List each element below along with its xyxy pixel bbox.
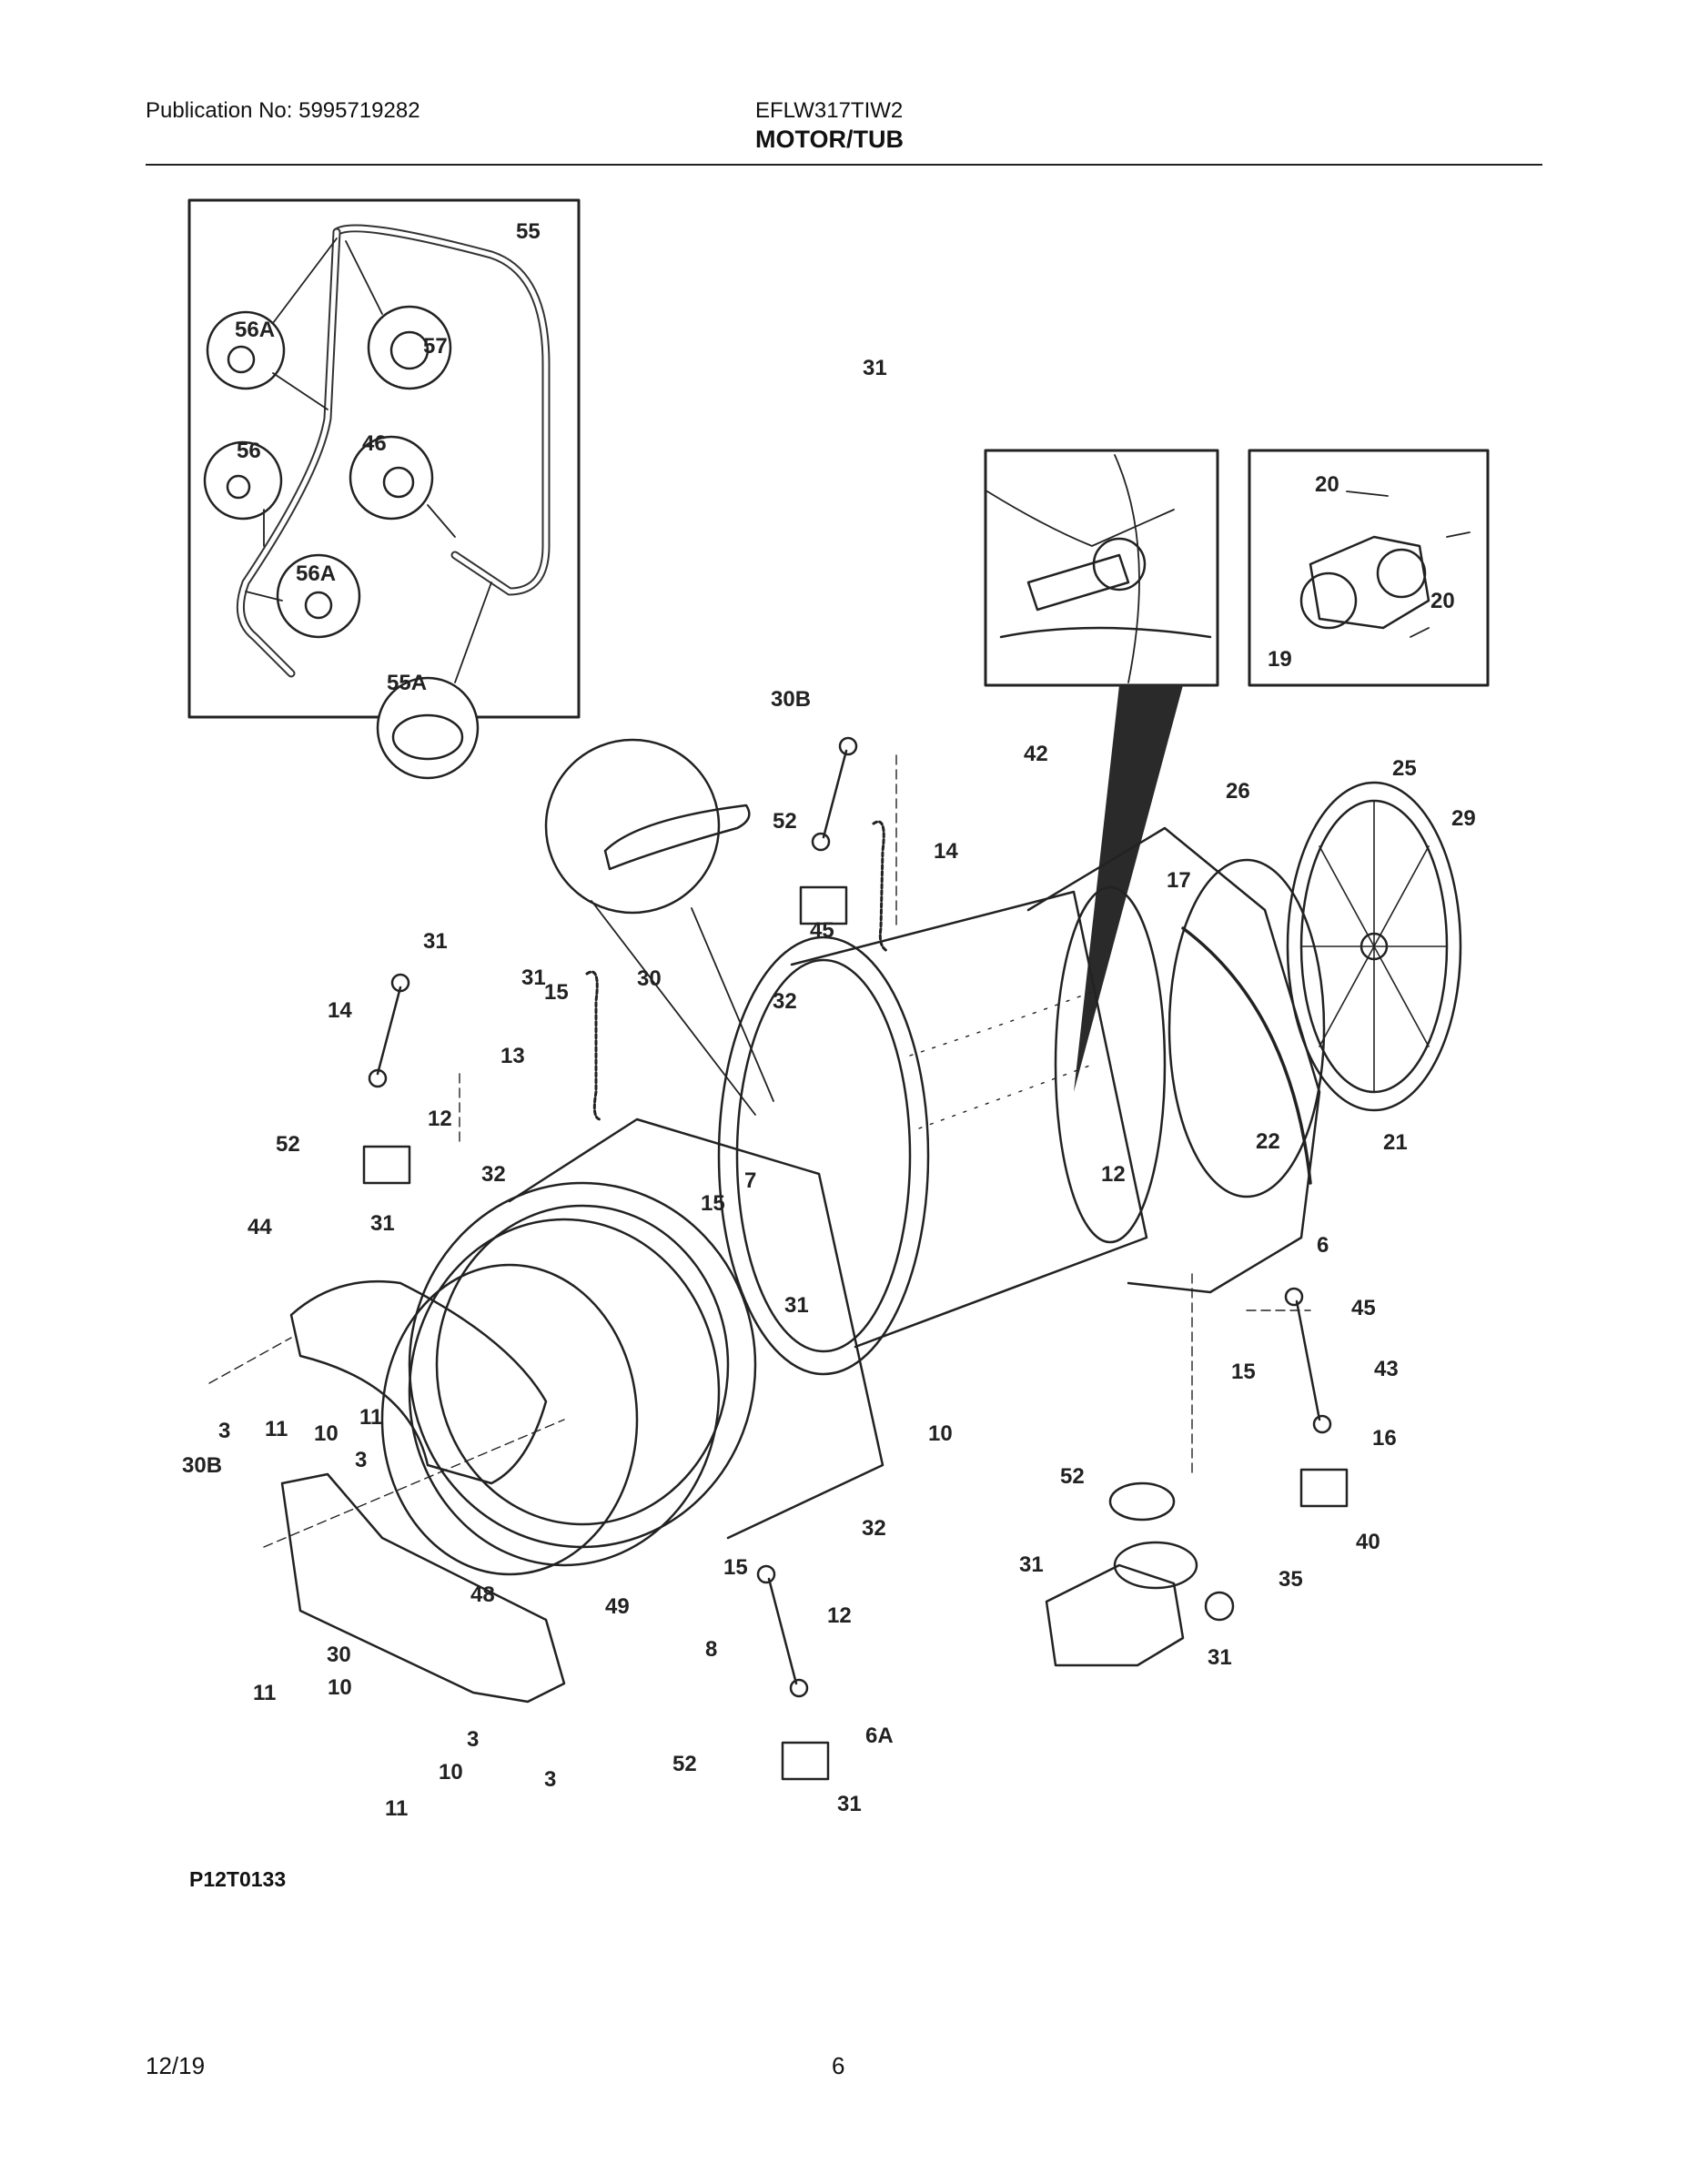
part-callout: 31 xyxy=(370,1211,395,1236)
part-callout: 3 xyxy=(467,1727,479,1752)
part-callout: 11 xyxy=(265,1417,288,1441)
part-callout: 20 xyxy=(1430,589,1455,613)
part-callout: 52 xyxy=(672,1752,697,1776)
part-callout: 56A xyxy=(235,318,275,342)
part-callout: 11 xyxy=(253,1681,276,1705)
part-callout: 52 xyxy=(773,809,797,834)
part-callout: 3 xyxy=(355,1448,367,1472)
part-callout: 3 xyxy=(218,1419,230,1443)
part-callout: 32 xyxy=(862,1516,886,1541)
part-callout: 19 xyxy=(1268,647,1292,672)
part-callout: 44 xyxy=(248,1215,272,1239)
page-number: 6 xyxy=(832,2052,845,2079)
part-callout: 46 xyxy=(362,431,387,456)
header-divider xyxy=(146,164,1542,166)
part-callout: 31 xyxy=(1208,1645,1232,1670)
part-callout: 35 xyxy=(1279,1567,1303,1592)
part-callout: 32 xyxy=(773,989,797,1014)
callout-layer: 55 56A 57 56 46 56A 55A 20 20 19 31 30B 42 25 26 29 52 14… xyxy=(182,219,1476,1821)
part-callout: 30 xyxy=(637,966,662,991)
drum xyxy=(717,885,1167,1376)
part-callout: 31 xyxy=(784,1293,809,1318)
part-callout: 29 xyxy=(1451,806,1476,831)
part-callout: 31 xyxy=(1019,1552,1044,1577)
part-callout: 32 xyxy=(481,1162,506,1187)
part-callout: 15 xyxy=(1231,1360,1256,1384)
part-callout: 45 xyxy=(1351,1296,1376,1320)
publication-date: 12/19 xyxy=(146,2052,206,2079)
part-callout: 11 xyxy=(385,1796,408,1821)
part-callout: 56A xyxy=(296,561,336,586)
part-callout: 17 xyxy=(1167,868,1191,893)
part-callout: 15 xyxy=(544,980,569,1005)
part-callout: 13 xyxy=(500,1044,525,1068)
part-callout: 31 xyxy=(863,356,887,380)
figure-code: P12T0133 xyxy=(189,1867,287,1891)
part-callout: 15 xyxy=(723,1555,748,1580)
part-callout: 14 xyxy=(328,998,352,1023)
part-callout: 31 xyxy=(521,966,546,990)
part-callout: 26 xyxy=(1226,779,1250,804)
part-callout: 21 xyxy=(1383,1130,1408,1155)
rear-tub xyxy=(1026,781,1462,1294)
part-callout: 40 xyxy=(1356,1530,1380,1554)
part-callout: 25 xyxy=(1392,756,1417,781)
part-callout: 31 xyxy=(837,1792,862,1816)
part-callout: 20 xyxy=(1315,472,1339,497)
part-callout: 15 xyxy=(701,1191,725,1216)
part-callout: 42 xyxy=(1024,742,1048,766)
part-callout: 52 xyxy=(1060,1464,1085,1489)
motor-shaft-inset xyxy=(984,449,1219,687)
part-callout: 10 xyxy=(328,1675,352,1700)
part-callout: 3 xyxy=(544,1767,556,1792)
publication-number: Publication No: 5995719282 xyxy=(146,98,420,123)
part-callout: 52 xyxy=(276,1132,300,1157)
hose-inset xyxy=(187,198,581,780)
part-callout: 10 xyxy=(928,1421,953,1446)
part-callout: 56 xyxy=(237,439,261,463)
part-callout: 11 xyxy=(359,1405,382,1430)
part-callout: 12 xyxy=(827,1603,852,1628)
part-callout: 30B xyxy=(771,687,811,712)
section-title: MOTOR/TUB xyxy=(755,126,904,153)
part-callout: 43 xyxy=(1374,1357,1399,1381)
part-callout: 57 xyxy=(423,334,448,359)
part-callout: 10 xyxy=(314,1421,339,1446)
part-callout: 8 xyxy=(705,1637,717,1662)
part-callout: 10 xyxy=(439,1760,463,1785)
part-callout: 14 xyxy=(934,839,958,864)
model-number: EFLW317TIW2 xyxy=(755,98,904,123)
part-callout: 31 xyxy=(423,929,448,954)
front-tub xyxy=(380,1117,884,1576)
part-callout: 16 xyxy=(1372,1426,1397,1451)
part-callout: 7 xyxy=(744,1168,756,1193)
shock-absorbers xyxy=(368,736,1332,1698)
part-callout: 49 xyxy=(605,1594,630,1619)
part-callout: 22 xyxy=(1256,1129,1280,1154)
part-callout: 30B xyxy=(182,1453,222,1478)
part-callout: 6A xyxy=(865,1724,894,1748)
part-callout: 48 xyxy=(470,1582,495,1607)
part-callout: 30 xyxy=(327,1643,351,1667)
part-callout: 6 xyxy=(1317,1233,1329,1258)
part-callout: 55 xyxy=(516,219,541,244)
part-callout: 12 xyxy=(1101,1162,1126,1187)
part-callout: 12 xyxy=(428,1107,452,1131)
part-callout: 45 xyxy=(810,918,834,943)
motor-inset xyxy=(1248,449,1490,687)
part-callout: 55A xyxy=(387,671,427,695)
